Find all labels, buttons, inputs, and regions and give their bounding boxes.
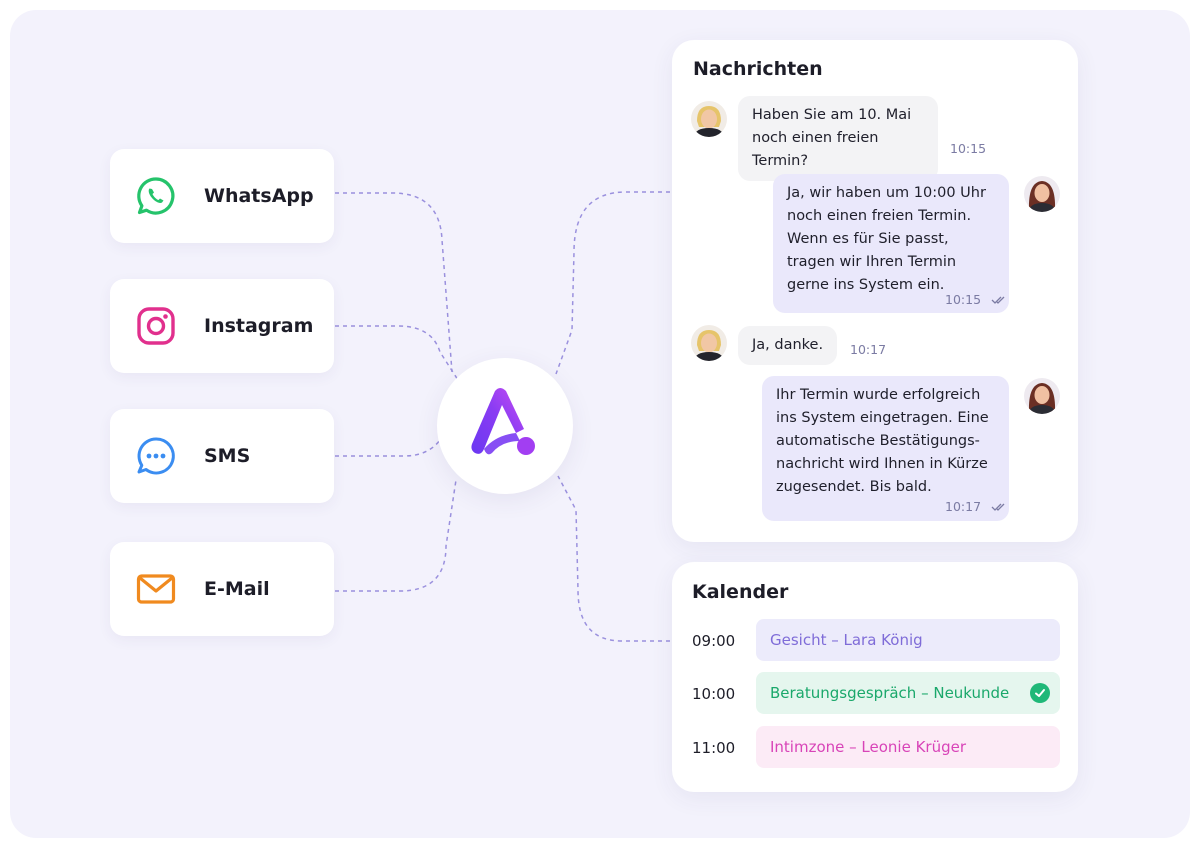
channel-label: E-Mail bbox=[204, 578, 270, 600]
whatsapp-icon bbox=[134, 174, 178, 218]
channel-instagram[interactable]: Instagram bbox=[110, 279, 334, 373]
event-label: Gesicht – Lara König bbox=[770, 631, 923, 649]
calendar-title: Kalender bbox=[692, 581, 789, 603]
channel-whatsapp[interactable]: WhatsApp bbox=[110, 149, 334, 243]
event-label: Beratungsgespräch – Neukunde bbox=[770, 684, 1010, 702]
read-receipt-icon bbox=[991, 503, 1005, 511]
customer-avatar bbox=[691, 325, 727, 361]
calendar-panel: Kalender 09:00 Gesicht – Lara König 10:0… bbox=[672, 562, 1078, 792]
message-bubble-outgoing: Ja, wir haben um 10:00 Uhr noch einen fr… bbox=[773, 174, 1009, 313]
staff-avatar bbox=[1024, 378, 1060, 414]
channel-label: SMS bbox=[204, 445, 251, 467]
calendar-event[interactable]: Gesicht – Lara König bbox=[756, 619, 1060, 661]
channel-label: Instagram bbox=[204, 315, 314, 337]
message-bubble-outgoing: Ihr Termin wurde erfolgreich ins System … bbox=[762, 376, 1009, 521]
message-time: 10:15 bbox=[945, 292, 982, 307]
messages-title: Nachrichten bbox=[693, 58, 823, 80]
calendar-event[interactable]: Intimzone – Leonie Krüger bbox=[756, 726, 1060, 768]
message-time: 10:17 bbox=[850, 342, 887, 357]
sms-chat-icon bbox=[134, 434, 178, 478]
calendar-time-slot: 11:00 bbox=[692, 739, 736, 757]
hub-logo bbox=[437, 358, 573, 494]
channel-email[interactable]: E-Mail bbox=[110, 542, 334, 636]
read-receipt-icon bbox=[991, 296, 1005, 304]
message-time-row: 10:17 bbox=[945, 499, 1007, 514]
message-time-row: 10:15 bbox=[945, 292, 1007, 307]
message-bubble-incoming: Ja, danke. bbox=[738, 326, 838, 365]
event-label: Intimzone – Leonie Krüger bbox=[770, 738, 967, 756]
customer-avatar bbox=[691, 101, 727, 137]
message-bubble-incoming: Haben Sie am 10. Mai noch einen freien T… bbox=[738, 96, 938, 181]
message-time: 10:15 bbox=[950, 141, 987, 156]
message-text: Ja, wir haben um 10:00 Uhr noch einen fr… bbox=[787, 185, 986, 293]
app-logo-icon bbox=[471, 388, 535, 455]
instagram-icon bbox=[134, 304, 178, 348]
messages-panel: Nachrichten Haben Sie am 10. Mai noch ei… bbox=[672, 40, 1078, 542]
channel-label: WhatsApp bbox=[204, 185, 314, 207]
calendar-time-slot: 09:00 bbox=[692, 632, 736, 650]
calendar-event[interactable]: Beratungsgespräch – Neukunde bbox=[756, 672, 1060, 714]
message-time: 10:17 bbox=[945, 499, 982, 514]
message-text: Ihr Termin wurde erfolgreich ins System … bbox=[776, 387, 989, 495]
check-circle-icon bbox=[1030, 683, 1050, 703]
calendar-time-slot: 10:00 bbox=[692, 685, 736, 703]
channel-sms[interactable]: SMS bbox=[110, 409, 334, 503]
mail-icon bbox=[134, 567, 178, 611]
staff-avatar bbox=[1024, 176, 1060, 212]
